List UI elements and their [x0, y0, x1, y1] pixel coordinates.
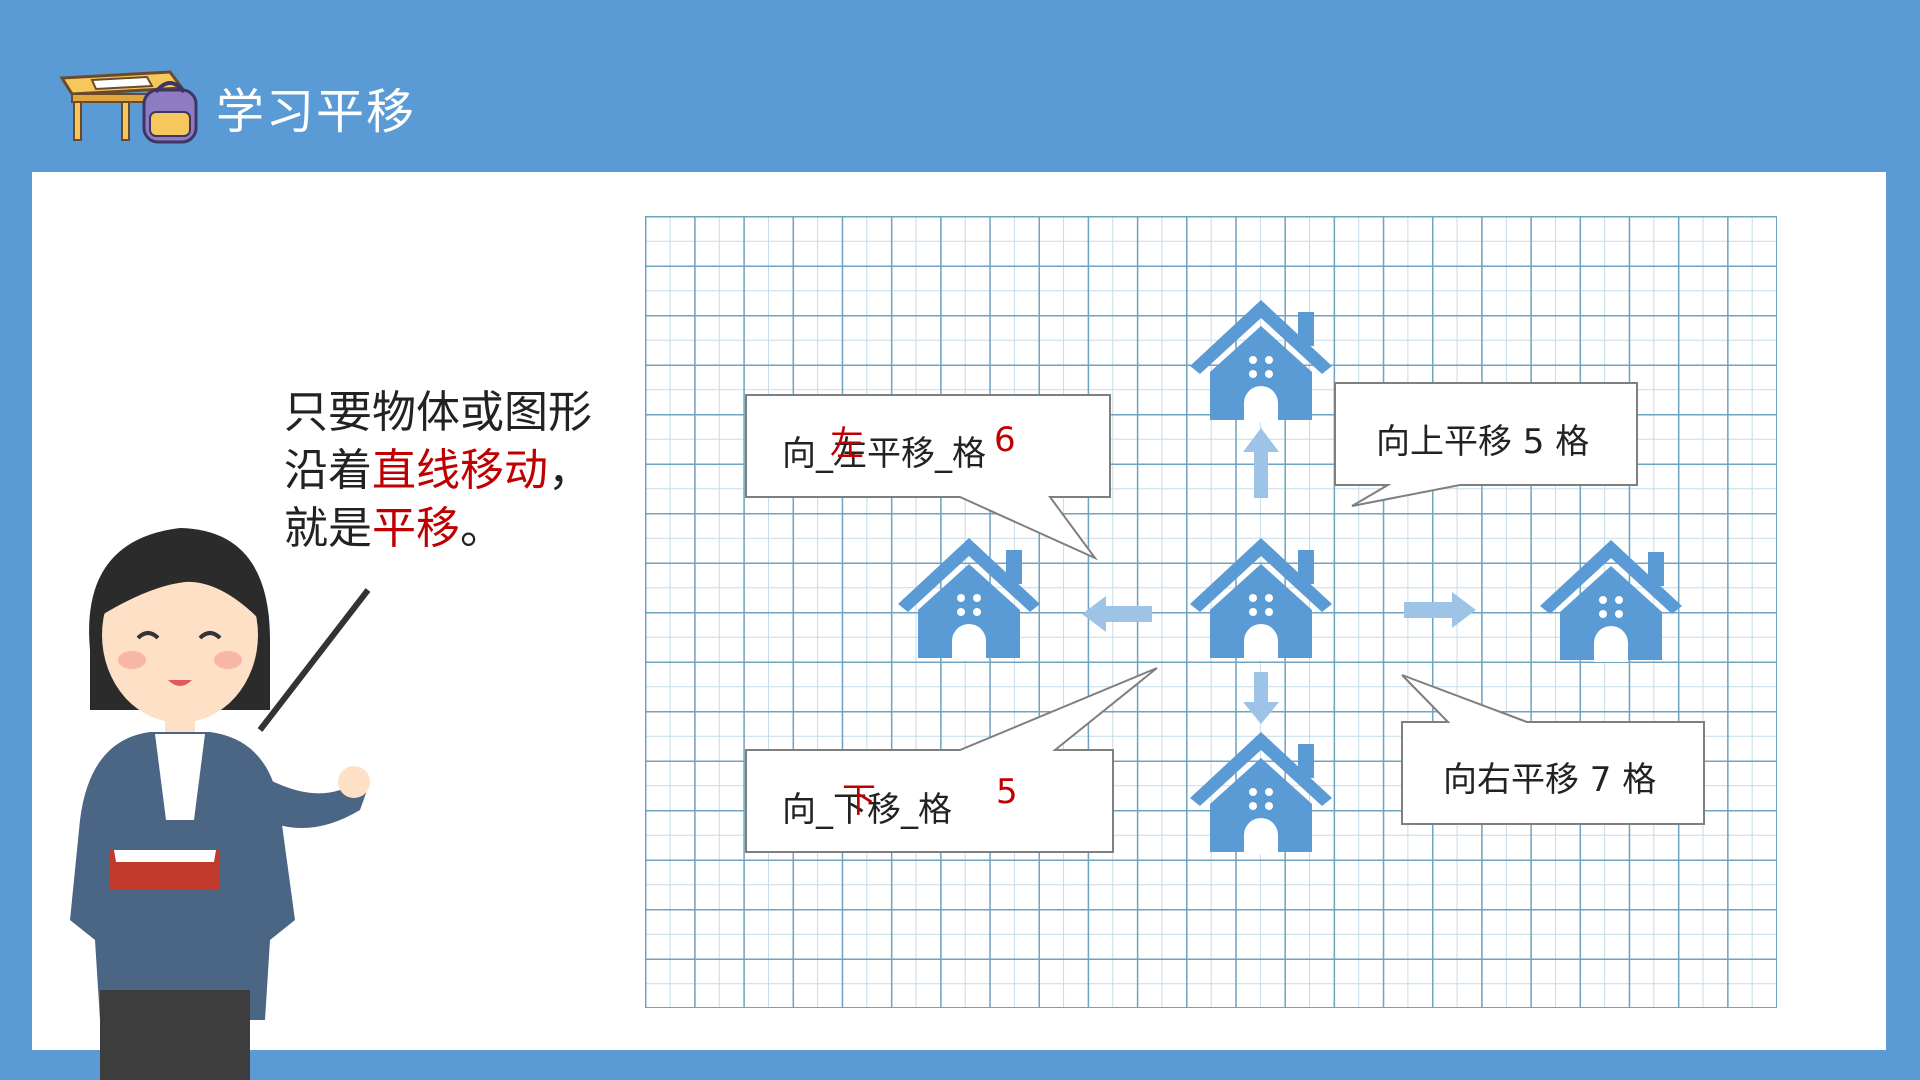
callout-right-text: 向右平移 7 格	[1443, 760, 1657, 800]
page-title: 学习平移	[216, 84, 417, 140]
highlight-straight-line: 直线移动	[372, 445, 548, 496]
callout-left-answer-count: 6	[994, 420, 1016, 460]
callout-right-tail	[1401, 674, 1705, 825]
callout-up-bubble	[1334, 382, 1638, 507]
callout-left-text: 向_左平移_格	[782, 434, 986, 474]
arrow-up-icon	[1243, 428, 1279, 498]
house-icon-left	[898, 538, 1040, 660]
house-icon-bottom	[1190, 732, 1332, 854]
arrow-right-icon	[1404, 592, 1476, 628]
highlight-translation: 平移	[372, 503, 460, 554]
lesson-line-2: 沿着直线移动，	[284, 445, 592, 496]
teacher-illustration	[70, 528, 371, 1080]
arrow-left-icon	[1082, 596, 1152, 632]
callout-down-answer-count: 5	[996, 772, 1018, 812]
desk-and-backpack-icon	[59, 70, 198, 144]
callout-down-bubble	[745, 667, 1158, 853]
lesson-line-3: 就是平移。	[284, 503, 504, 554]
callout-left-bubble	[745, 394, 1111, 561]
arrow-down-icon	[1243, 672, 1279, 724]
callout-up-text: 向上平移 5 格	[1376, 422, 1590, 462]
lesson-text: 只要物体或图形 沿着直线移动， 就是平移。	[284, 384, 592, 558]
house-icon-center	[1190, 538, 1332, 660]
house-icon-right	[1540, 540, 1682, 662]
callout-left-answer-direction: 左	[830, 424, 864, 464]
callout-down-text: 向_下移_格	[782, 790, 952, 830]
callout-down-answer-direction: 下	[842, 781, 876, 821]
house-icon-top	[1190, 300, 1332, 422]
lesson-line-1: 只要物体或图形	[284, 387, 592, 438]
